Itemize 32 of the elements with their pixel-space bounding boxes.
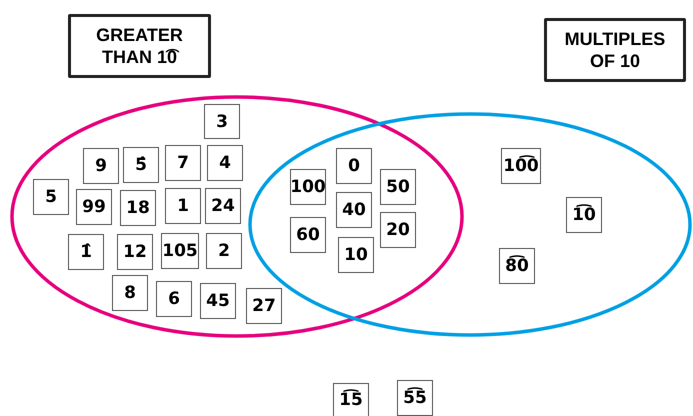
number-card: 50 xyxy=(380,169,416,205)
number-card: 1 xyxy=(165,188,201,224)
number-card: 6 xyxy=(156,281,192,317)
number-card: 18 xyxy=(120,190,156,226)
number-card: 10͡0 xyxy=(501,148,541,184)
number-card: 27 xyxy=(246,288,282,324)
number-card: 5 xyxy=(33,179,69,215)
number-card: 5͡5 xyxy=(397,380,433,416)
set-label: GREATER THAN 1͡0 xyxy=(68,14,211,78)
number-card: 9 xyxy=(83,148,119,184)
number-card: 8 xyxy=(112,275,148,311)
number-card: 5̂ xyxy=(123,147,159,183)
number-card: 3 xyxy=(204,104,240,139)
number-card: 1͡0 xyxy=(566,197,602,233)
number-card: 12 xyxy=(117,234,153,270)
number-card: 20 xyxy=(380,212,416,248)
number-card: 99 xyxy=(76,189,112,225)
number-card: 24 xyxy=(205,188,241,224)
number-card: 45 xyxy=(200,283,236,319)
number-card: 60 xyxy=(290,217,326,253)
number-card: 0 xyxy=(336,148,372,184)
number-card: 1̂ xyxy=(68,234,104,270)
number-card: 1͡5 xyxy=(333,383,369,416)
number-card: 100 xyxy=(290,169,326,205)
number-card: 10 xyxy=(338,237,374,273)
set-label: MULTIPLES OF 10 xyxy=(544,18,686,82)
number-card: 8͡0 xyxy=(499,248,535,284)
number-card: 105 xyxy=(161,233,199,269)
number-card: 4 xyxy=(207,145,243,181)
number-card: 40 xyxy=(336,192,372,228)
number-card: 7 xyxy=(165,145,201,181)
number-card: 2 xyxy=(206,233,242,269)
